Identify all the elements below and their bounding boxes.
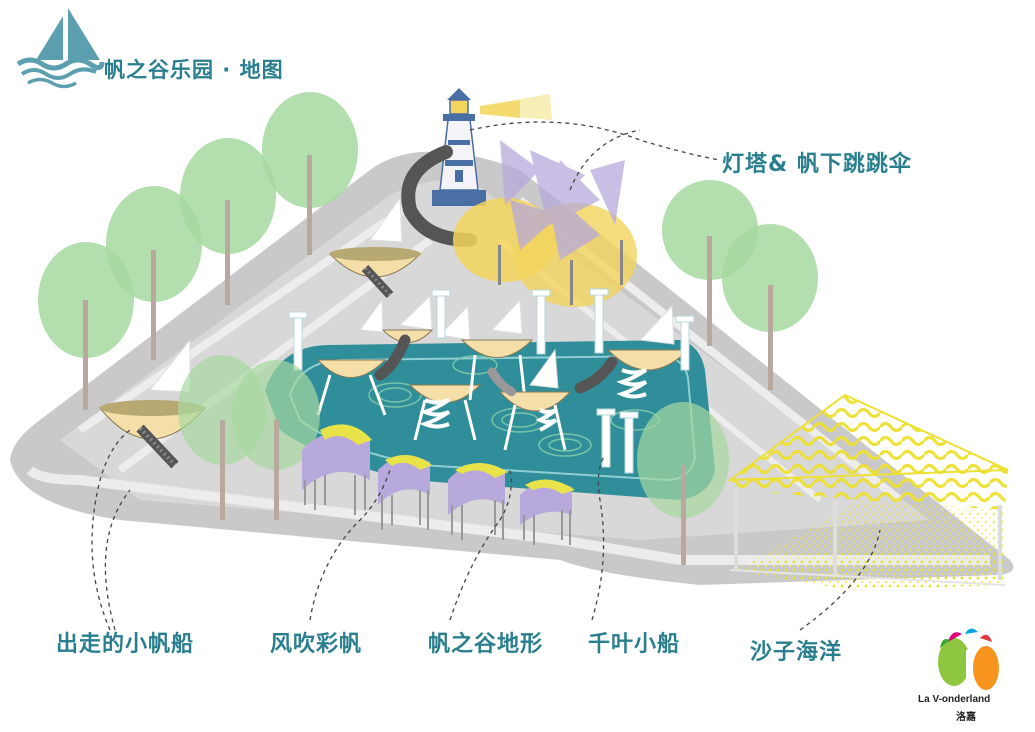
tree	[722, 224, 818, 390]
lighthouse	[432, 88, 552, 206]
lighthouse-slide	[401, 145, 477, 247]
brand-name: La V-onderland	[918, 694, 991, 705]
tree	[38, 242, 134, 410]
fountain-posts	[288, 288, 695, 474]
map-title: 帆之谷乐园 · 地图	[104, 58, 284, 82]
la-wonderland-tree-logo-icon	[938, 628, 999, 690]
sailboats	[98, 196, 690, 469]
leaf-boat-springs	[419, 368, 648, 432]
label-lighthouse-umbrella: 灯塔& 帆下跳跳伞	[722, 152, 912, 177]
tree	[637, 402, 729, 565]
tree	[232, 360, 320, 520]
sand-ocean-pavilion	[726, 393, 1009, 590]
sailboat-logo-icon	[16, 8, 105, 89]
front-trees	[178, 355, 729, 565]
trees	[38, 92, 818, 410]
sailboat	[498, 348, 572, 451]
colorful-sails	[302, 424, 575, 545]
colorful-sail	[520, 479, 575, 545]
tree	[180, 138, 276, 305]
label-sand-ocean: 沙子海洋	[750, 640, 843, 665]
label-valley-terrain: 帆之谷地形	[428, 632, 544, 657]
ladder	[136, 424, 179, 469]
colorful-sail	[302, 424, 372, 515]
colorful-sail	[378, 455, 432, 530]
label-wandering-sailboats: 出走的小帆船	[56, 632, 195, 657]
brand-chinese-name: 洛嘉	[956, 712, 976, 723]
ladder	[361, 264, 394, 299]
jumping-umbrellas	[453, 140, 637, 307]
tree	[262, 92, 358, 255]
tree	[106, 186, 202, 360]
leader-lines	[91, 121, 881, 631]
sailboat	[460, 298, 534, 401]
sailboat	[328, 196, 422, 299]
label-leaf-boats: 千叶小船	[588, 632, 681, 657]
colorful-sail	[448, 462, 508, 540]
label-colorful-sails: 风吹彩帆	[270, 632, 363, 657]
sailboat	[408, 304, 482, 441]
sailboat	[316, 298, 387, 416]
small-slides	[374, 334, 618, 397]
sailboat	[606, 304, 690, 371]
